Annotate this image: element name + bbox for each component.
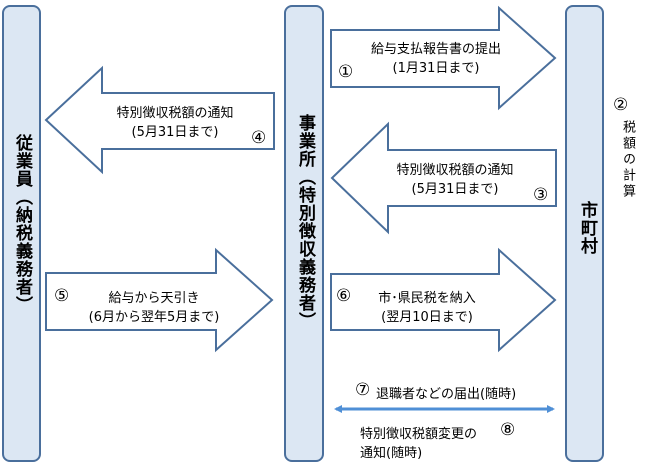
step-8-line2: 通知(随時) bbox=[360, 446, 423, 461]
step-3-label: 特別徴収税額の通知 (5月31日まで) bbox=[380, 161, 530, 199]
arrow-step-5 bbox=[45, 247, 274, 353]
step-6-line1: 市･県民税を納入 bbox=[378, 291, 476, 306]
step-4-line2: (5月31日まで) bbox=[131, 125, 219, 140]
employee-column bbox=[2, 5, 41, 462]
step-4-line1: 特別徴収税額の通知 bbox=[116, 106, 234, 121]
step-1-label: 給与支払報告書の提出 (1月31日まで) bbox=[352, 40, 520, 78]
arrow-step-3 bbox=[330, 121, 557, 235]
step-1-line1: 給与支払報告書の提出 bbox=[370, 42, 501, 57]
step-5-line2: (6月から翌年5月まで) bbox=[88, 310, 220, 325]
step-8-number: ⑧ bbox=[500, 420, 516, 440]
step-4-label: 特別徴収税額の通知 (5月31日まで) bbox=[100, 104, 250, 142]
step-2-text: 税額の計算 bbox=[620, 120, 635, 200]
step-5-line1: 給与から天引き bbox=[108, 291, 200, 306]
municipality-column bbox=[565, 5, 604, 462]
step-1-number: ① bbox=[338, 62, 354, 82]
step-2-number: ② bbox=[613, 95, 629, 115]
step-4-number: ④ bbox=[251, 128, 267, 148]
employer-column bbox=[284, 5, 324, 462]
step-6-number: ⑥ bbox=[336, 286, 352, 306]
step-3-line1: 特別徴収税額の通知 bbox=[396, 163, 514, 178]
step-5-label: 給与から天引き (6月から翌年5月まで) bbox=[70, 289, 238, 327]
step-8-line1: 特別徴収税額変更の bbox=[360, 427, 478, 442]
step-6-label: 市･県民税を納入 (翌月10日まで) bbox=[352, 289, 502, 327]
employer-column-title: 事業所（特別徴収義務者） bbox=[295, 114, 315, 330]
step-7-number: ⑦ bbox=[355, 380, 371, 400]
arrow-step-6 bbox=[330, 247, 557, 353]
municipality-column-title: 市町村 bbox=[577, 201, 597, 255]
step-6-line2: (翌月10日まで) bbox=[381, 310, 473, 325]
arrow-step-4 bbox=[44, 65, 275, 175]
step-7-text: 退職者などの届出(随時) bbox=[376, 387, 517, 402]
step-1-line2: (1月31日まで) bbox=[392, 61, 480, 76]
employee-column-title: 従業員（納税義務者） bbox=[12, 134, 32, 314]
step-3-line2: (5月31日まで) bbox=[411, 182, 499, 197]
step-5-number: ⑤ bbox=[54, 286, 70, 306]
arrow-step-1 bbox=[330, 5, 557, 111]
step-3-number: ③ bbox=[533, 185, 549, 205]
